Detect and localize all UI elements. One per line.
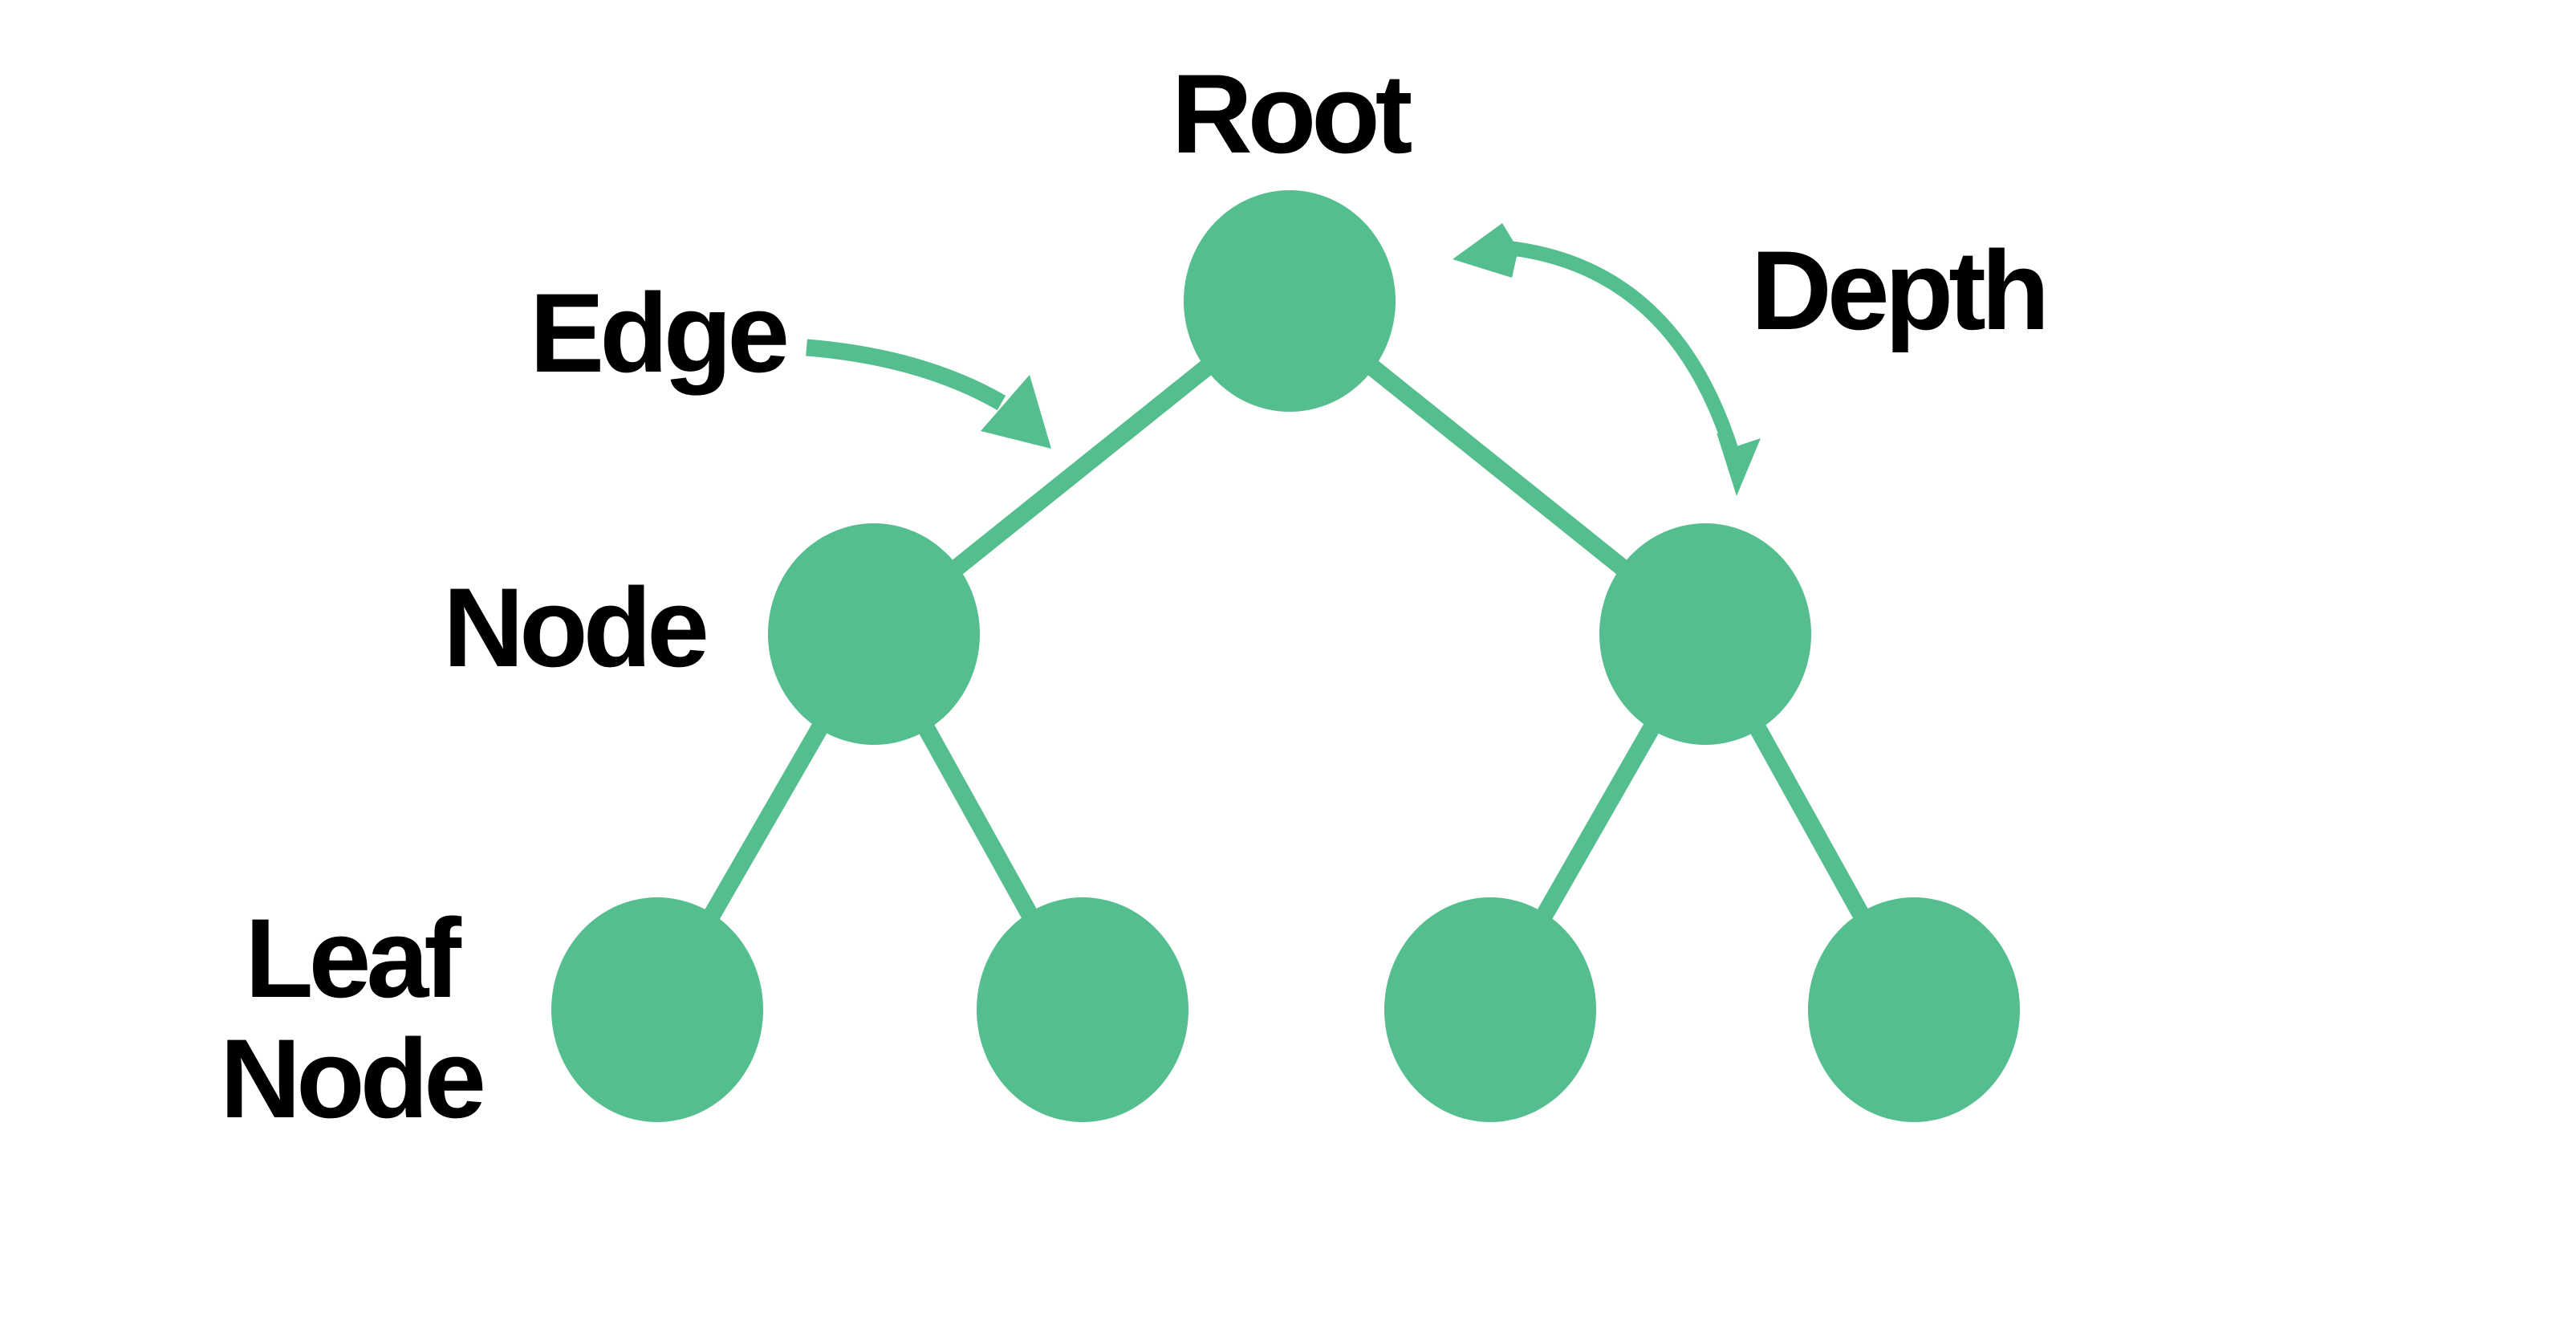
labels: Root Edge Depth Node Leaf Node — [220, 51, 2050, 1141]
node-leaf-4 — [1808, 897, 2020, 1122]
node-root — [1184, 190, 1396, 412]
node-leaf-1 — [551, 897, 763, 1122]
node-left-child — [768, 523, 980, 745]
label-depth: Depth — [1751, 227, 2046, 353]
depth-arrow-curve — [1507, 241, 1739, 453]
label-root: Root — [1172, 51, 1412, 177]
node-leaf-2 — [977, 897, 1188, 1122]
edge-arrowhead-icon — [981, 375, 1051, 449]
edge-arrow-curve — [806, 339, 1006, 411]
depth-arrowhead-top-icon — [1453, 223, 1518, 278]
depth-arrowhead-bottom-icon — [1717, 433, 1761, 496]
label-leaf-node-line1: Leaf — [245, 895, 461, 1021]
node-leaf-3 — [1384, 897, 1596, 1122]
label-node: Node — [443, 564, 706, 690]
edge-annotation-arrow — [806, 339, 1051, 449]
label-edge: Edge — [530, 270, 786, 396]
depth-annotation-arrow — [1453, 223, 1761, 496]
node-right-child — [1599, 523, 1811, 745]
label-leaf-node-line2: Node — [220, 1015, 483, 1141]
tree-nodes — [551, 190, 2020, 1122]
